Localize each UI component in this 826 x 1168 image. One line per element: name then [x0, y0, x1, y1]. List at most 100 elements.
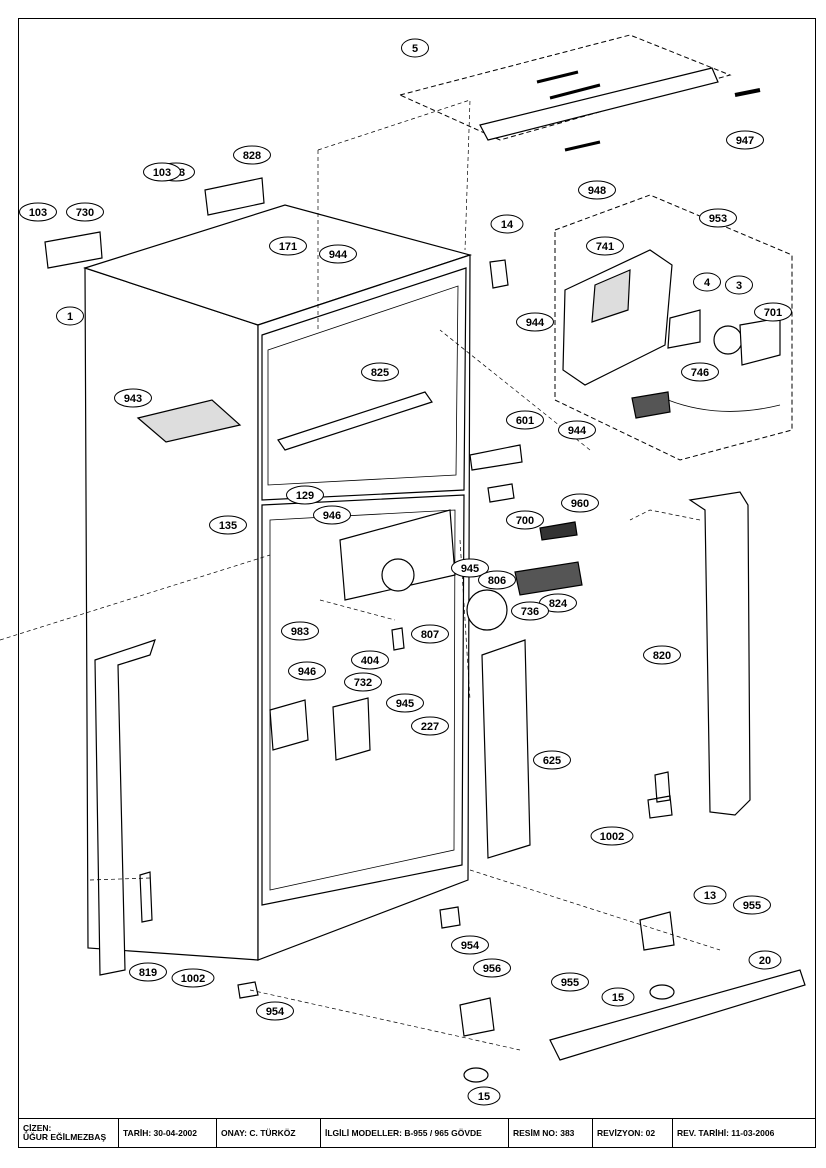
callout-balloon [256, 1001, 294, 1021]
callout-number: 625 [543, 755, 561, 767]
callout-number: 14 [501, 219, 514, 231]
part-callout: 5 [401, 38, 429, 58]
part-callout: 806 [478, 570, 516, 590]
callout-balloon [209, 515, 247, 535]
callout-balloon [467, 1086, 501, 1106]
callout-number: 3 [736, 280, 742, 292]
callout-balloon [725, 275, 753, 295]
callout-balloon [286, 485, 324, 505]
callout-number: 820 [653, 650, 671, 662]
part-callout: 103 [19, 202, 57, 222]
callout-number: 4 [704, 277, 711, 289]
callout-number: 741 [596, 241, 614, 253]
callout-number: 5 [412, 43, 418, 55]
callout-balloon [643, 645, 681, 665]
revision: REVİZYON: 02 [593, 1119, 673, 1147]
callout-balloon [511, 601, 549, 621]
callout-balloon [693, 885, 727, 905]
callout-balloon [411, 624, 449, 644]
callout-balloon [506, 410, 544, 430]
callout-group: 5103947948828103730103149537414370174617… [19, 38, 792, 1106]
callout-balloon [578, 180, 616, 200]
callout-balloon [313, 505, 351, 525]
part-callout: 948 [578, 180, 616, 200]
part-callout: 700 [506, 510, 544, 530]
callout-number: 20 [759, 955, 771, 967]
callout-balloon [19, 202, 57, 222]
part-callout: 171 [269, 236, 307, 256]
part-callout: 4 [693, 272, 721, 292]
callout-balloon [473, 958, 511, 978]
revision-date: REV. TARİHİ: 11-03-2006 [677, 1127, 775, 1138]
callout-number: 1 [67, 311, 73, 323]
part-callout: 15 [467, 1086, 501, 1106]
callout-number: 1002 [600, 831, 624, 843]
callout-number: 601 [516, 415, 534, 427]
callout-number: 701 [764, 307, 782, 319]
part-callout: 129 [286, 485, 324, 505]
part-callout: 20 [748, 950, 782, 970]
callout-balloon [748, 950, 782, 970]
part-callout: 820 [643, 645, 681, 665]
callout-number: 946 [298, 666, 316, 678]
part-callout: 732 [344, 672, 382, 692]
callout-balloon [411, 716, 449, 736]
callout-balloon [269, 236, 307, 256]
part-callout: 819 [129, 962, 167, 982]
callout-number: 945 [461, 563, 479, 575]
callout-balloon [490, 214, 524, 234]
callout-number: 956 [483, 963, 501, 975]
callout-number: 946 [323, 510, 341, 522]
callout-balloon [478, 570, 516, 590]
callout-number: 227 [421, 721, 439, 733]
callout-number: 806 [488, 575, 506, 587]
callout-number: 103 [153, 167, 171, 179]
part-callout: 103 [143, 162, 181, 182]
part-callout: 135 [209, 515, 247, 535]
callout-balloon [601, 987, 635, 1007]
callout-balloon [319, 244, 357, 264]
date: TARİH: 30-04-2002 [119, 1119, 217, 1147]
part-callout: 954 [451, 935, 489, 955]
callout-balloon [288, 661, 326, 681]
part-callout: 946 [288, 661, 326, 681]
callout-number: 807 [421, 629, 439, 641]
part-callout: 943 [114, 388, 152, 408]
approved-by: ONAY: C. TÜRKÖZ [217, 1119, 321, 1147]
callout-number: 954 [461, 940, 480, 952]
callout-number: 13 [704, 890, 716, 902]
callout-balloon [516, 312, 554, 332]
callout-balloon [351, 650, 389, 670]
callout-balloon [551, 972, 589, 992]
callout-number: 700 [516, 515, 534, 527]
callout-number: 944 [329, 249, 348, 261]
callout-balloon [386, 693, 424, 713]
part-callout: 746 [681, 362, 719, 382]
part-callout: 807 [411, 624, 449, 644]
related-models: İLGİLİ MODELLER: B-955 / 965 GÖVDE [321, 1119, 509, 1147]
part-callout: 15 [601, 987, 635, 1007]
callout-balloon [693, 272, 721, 292]
callout-balloon [361, 362, 399, 382]
callout-number: 944 [568, 425, 587, 437]
part-callout: 824 [539, 593, 577, 613]
callout-number: 15 [478, 1091, 490, 1103]
part-callout: 825 [361, 362, 399, 382]
part-callout: 944 [319, 244, 357, 264]
callout-number: 15 [612, 992, 624, 1004]
callout-number: 730 [76, 207, 94, 219]
part-callout: 954 [256, 1001, 294, 1021]
part-callout: 945 [451, 558, 489, 578]
part-callout: 741 [586, 236, 624, 256]
callout-balloon [143, 162, 181, 182]
callout-number: 945 [396, 698, 414, 710]
part-callout: 956 [473, 958, 511, 978]
part-callout: 946 [313, 505, 351, 525]
callout-number: 960 [571, 498, 589, 510]
callout-balloon [733, 895, 771, 915]
callout-balloon [561, 493, 599, 513]
callout-number: 732 [354, 677, 372, 689]
part-callout: 953 [699, 208, 737, 228]
callout-balloon [590, 826, 634, 846]
